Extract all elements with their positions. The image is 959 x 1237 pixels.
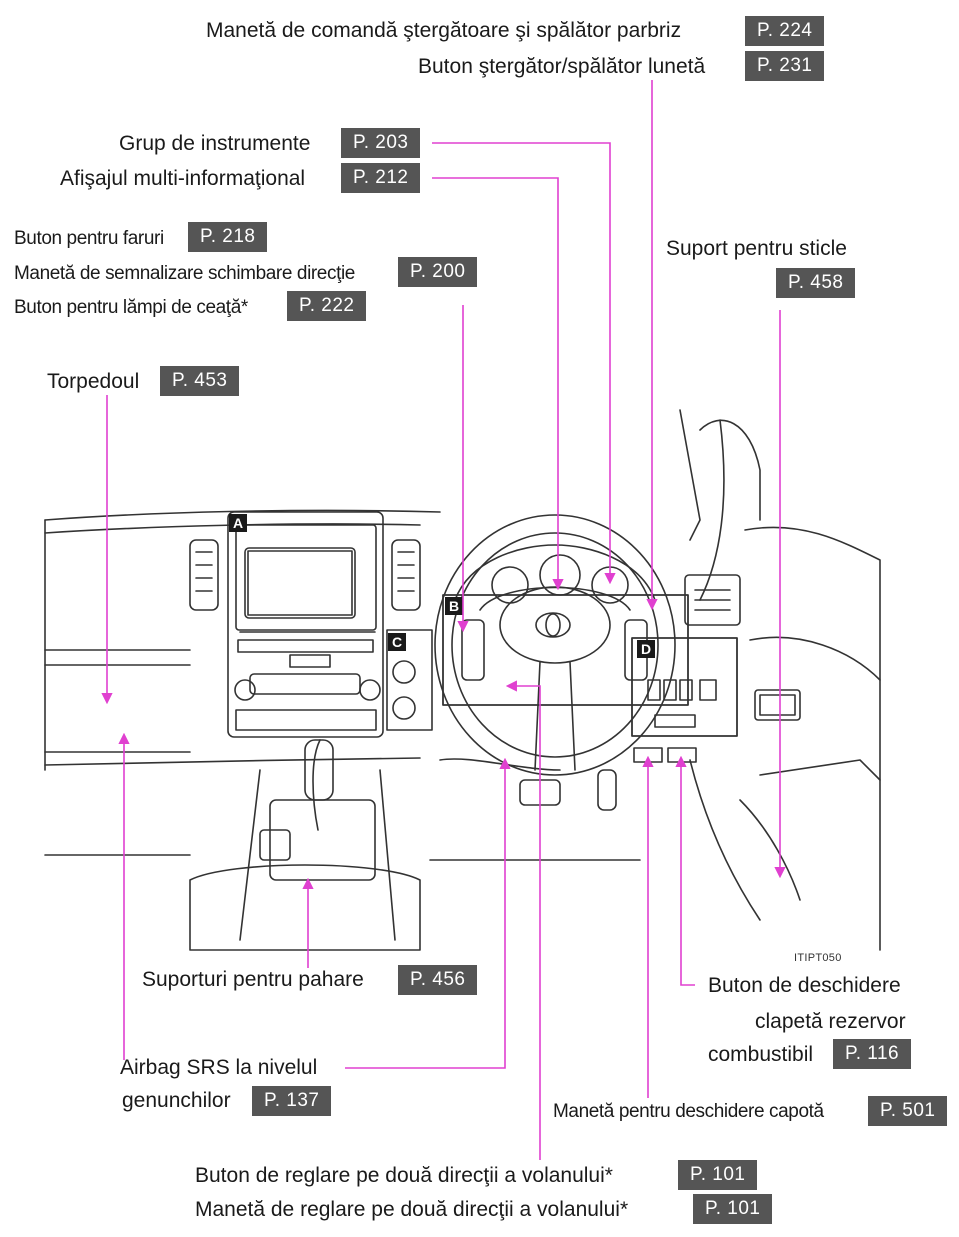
turn-signal-page-badge: P. 200	[398, 257, 478, 287]
cluster-page-badge: P. 203	[341, 128, 421, 158]
fuel-door-label-line2: clapetă rezervor	[755, 1010, 906, 1033]
zone-d-marker: D	[637, 640, 655, 658]
knee-airbag-label-line1: Airbag SRS la nivelul	[120, 1056, 318, 1079]
zone-c-marker: C	[388, 633, 406, 651]
headlight-label: Buton pentru faruri	[14, 228, 164, 249]
multi-info-label: Afişajul multi-informaţional	[60, 167, 306, 190]
tilt-lever-label: Manetă de reglare pe două direcţii a vol…	[195, 1198, 629, 1221]
bottle-holder-label: Suport pentru sticle	[666, 237, 847, 260]
tilt-switch-label: Buton de reglare pe două direcţii a vola…	[195, 1164, 613, 1187]
knee-airbag-label-line2: genunchilor	[122, 1089, 231, 1112]
headlight-page-badge: P. 218	[188, 222, 268, 252]
wiper-lever-page-badge: P. 224	[745, 16, 825, 46]
knee-airbag-page-badge: P. 137	[252, 1086, 332, 1116]
figure-code: ITIPT050	[794, 952, 842, 964]
cup-holders-page-badge: P. 456	[398, 965, 478, 995]
cluster-label: Grup de instrumente	[119, 132, 311, 155]
cup-holders-label: Suporturi pentru pahare	[142, 968, 364, 991]
glove-box-page-badge: P. 453	[160, 366, 240, 396]
hood-lever-page-badge: P. 501	[868, 1096, 948, 1126]
fog-light-page-badge: P. 222	[287, 291, 367, 321]
zone-a-marker: A	[229, 514, 247, 532]
fuel-door-label-line3: combustibil	[708, 1043, 814, 1066]
glove-box-label: Torpedoul	[47, 370, 140, 393]
rear-wiper-page-badge: P. 231	[745, 51, 825, 81]
rear-wiper-label: Buton ştergător/spălător lunetă	[418, 55, 706, 78]
bottle-holder-page-badge: P. 458	[776, 268, 856, 298]
tilt-switch-page-badge: P. 101	[678, 1160, 758, 1190]
turn-signal-label: Manetă de semnalizare schimbare direcţie	[14, 263, 355, 284]
fuel-door-label-line1: Buton de deschidere	[708, 974, 901, 997]
tilt-lever-page-badge: P. 101	[693, 1194, 773, 1224]
fog-light-label: Buton pentru lămpi de ceaţă*	[14, 297, 248, 318]
zone-b-marker: B	[445, 597, 463, 615]
fuel-door-page-badge: P. 116	[833, 1039, 912, 1069]
wiper-lever-label: Manetă de comandă ştergătoare şi spălăto…	[206, 19, 682, 42]
hood-lever-label: Manetă pentru deschidere capotă	[553, 1101, 824, 1122]
multi-info-page-badge: P. 212	[341, 163, 421, 193]
